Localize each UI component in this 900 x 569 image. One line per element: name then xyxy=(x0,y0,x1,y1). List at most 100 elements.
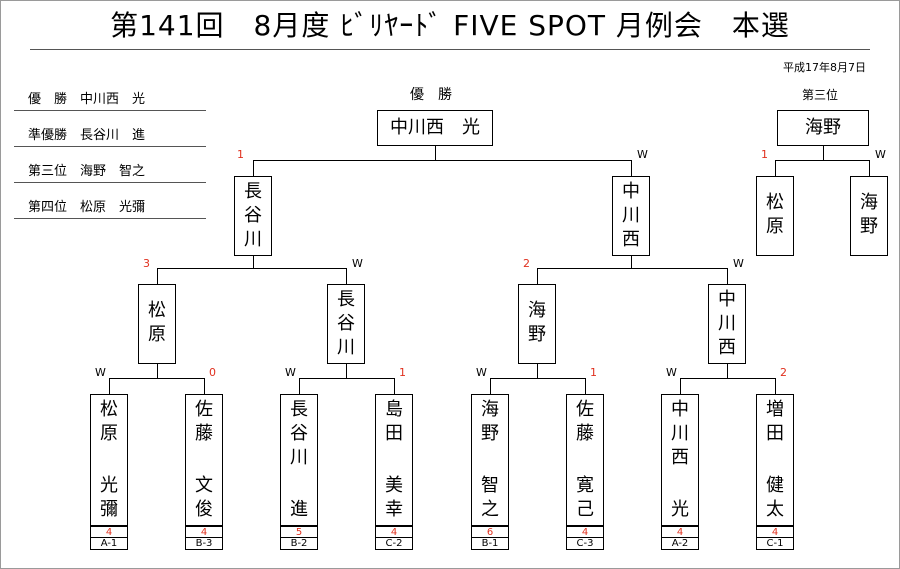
player-box: 佐藤寛己 xyxy=(566,394,604,526)
third-place-left-name: 松原 xyxy=(766,192,784,237)
semi-left-box: 長谷川 xyxy=(234,176,272,256)
player-surname: 海野 xyxy=(481,399,499,444)
bracket-line xyxy=(435,146,436,160)
title-underline xyxy=(30,49,870,50)
player-seed: C-2 xyxy=(375,537,413,550)
result-runner-up: 準優勝 長谷川 進 xyxy=(14,126,206,147)
final-right-mark: W xyxy=(637,148,648,161)
player-given-name: 健太 xyxy=(766,475,784,520)
q2-right-score: 1 xyxy=(399,366,406,379)
bracket-line xyxy=(727,268,728,284)
player-given-name: 光彌 xyxy=(100,475,118,520)
third-place-box: 海野 xyxy=(777,110,869,146)
bracket-line xyxy=(109,378,204,379)
semi-left-left-score: 3 xyxy=(143,257,150,270)
third-place-right-box: 海野 xyxy=(850,176,888,256)
bracket-line xyxy=(157,364,158,378)
bracket-line xyxy=(109,378,110,394)
bracket-line xyxy=(346,268,347,284)
semi-right-box: 中川西 xyxy=(612,176,650,256)
player-seed: B-3 xyxy=(185,537,223,550)
bracket-line xyxy=(680,378,775,379)
player-given-name: 光 xyxy=(671,499,689,520)
bracket-line xyxy=(253,160,631,161)
champion-name: 中川西 光 xyxy=(390,117,480,138)
player-seed: B-2 xyxy=(280,537,318,550)
bracket-line xyxy=(585,378,586,394)
player-given-name: 文俊 xyxy=(195,475,213,520)
result-third: 第三位 海野 智之 xyxy=(14,162,206,183)
player-given-name: 智之 xyxy=(481,475,499,520)
player-seed: A-2 xyxy=(661,537,699,550)
player-surname: 中川西 xyxy=(671,399,689,468)
result-champion: 優 勝 中川西 光 xyxy=(14,90,206,111)
quarter-name-1: 松原 xyxy=(148,300,166,345)
q3-left-mark: W xyxy=(476,366,487,379)
q3-right-score: 1 xyxy=(590,366,597,379)
bracket-line xyxy=(204,378,205,394)
page-title: 第141回 8月度 ﾋﾞﾘﾔｰﾄﾞ FIVE SPOT 月例会 本選 xyxy=(110,9,790,42)
q4-left-mark: W xyxy=(666,366,677,379)
quarter-box-1: 松原 xyxy=(138,284,176,364)
player-seed: B-1 xyxy=(471,537,509,550)
third-place-left-box: 松原 xyxy=(756,176,794,256)
champion-header: 優 勝 xyxy=(410,87,452,103)
quarter-box-2: 長谷川 xyxy=(327,284,365,364)
quarter-box-3: 海野 xyxy=(518,284,556,364)
bracket-line xyxy=(727,364,728,378)
player-surname: 増田 xyxy=(766,399,784,444)
final-left-score: 1 xyxy=(237,148,244,161)
player-given-name: 寛己 xyxy=(576,475,594,520)
q4-right-score: 2 xyxy=(780,366,787,379)
semi-right-left-score: 2 xyxy=(523,257,530,270)
event-date: 平成17年8月7日 xyxy=(783,61,866,74)
third-place-right-name: 海野 xyxy=(860,192,878,237)
bracket-line xyxy=(775,160,776,176)
bracket-line xyxy=(253,256,254,268)
player-surname: 佐藤 xyxy=(195,399,213,444)
result-fourth: 第四位 松原 光彌 xyxy=(14,198,206,219)
player-box: 島田美幸 xyxy=(375,394,413,526)
third-right-mark: W xyxy=(875,148,886,161)
player-seed: C-3 xyxy=(566,537,604,550)
bracket-line xyxy=(537,364,538,378)
semi-right-right-mark: W xyxy=(733,257,744,270)
bracket-line xyxy=(680,378,681,394)
bracket-line xyxy=(823,146,824,160)
quarter-name-4: 中川西 xyxy=(718,289,736,358)
player-box: 増田健太 xyxy=(756,394,794,526)
bracket-line xyxy=(775,160,869,161)
bracket-line xyxy=(537,268,538,284)
bracket-line xyxy=(490,378,491,394)
player-seed: C-1 xyxy=(756,537,794,550)
bracket-line xyxy=(631,256,632,268)
bracket-line xyxy=(490,378,585,379)
bracket-line xyxy=(299,378,394,379)
bracket-line xyxy=(346,364,347,378)
quarter-name-3: 海野 xyxy=(528,300,546,345)
bracket-line xyxy=(157,268,346,269)
player-surname: 松原 xyxy=(100,399,118,444)
player-box: 松原光彌 xyxy=(90,394,128,526)
semi-left-right-mark: W xyxy=(352,257,363,270)
player-surname: 長谷川 xyxy=(290,399,308,468)
q1-right-score: 0 xyxy=(209,366,216,379)
third-place-winner: 海野 xyxy=(805,117,841,138)
q1-left-mark: W xyxy=(95,366,106,379)
player-seed: A-1 xyxy=(90,537,128,550)
bracket-line xyxy=(394,378,395,394)
bracket-line xyxy=(537,268,727,269)
bracket-line xyxy=(869,160,870,176)
third-place-header: 第三位 xyxy=(802,88,839,102)
player-surname: 島田 xyxy=(385,399,403,444)
player-box: 海野智之 xyxy=(471,394,509,526)
bracket-line xyxy=(253,160,254,176)
player-box: 佐藤文俊 xyxy=(185,394,223,526)
bracket-line xyxy=(631,160,632,176)
bracket-line xyxy=(157,268,158,284)
quarter-name-2: 長谷川 xyxy=(337,289,355,358)
player-surname: 佐藤 xyxy=(576,399,594,444)
semi-right-name: 中川西 xyxy=(622,181,640,250)
bracket-line xyxy=(299,378,300,394)
semi-left-name: 長谷川 xyxy=(244,181,262,250)
